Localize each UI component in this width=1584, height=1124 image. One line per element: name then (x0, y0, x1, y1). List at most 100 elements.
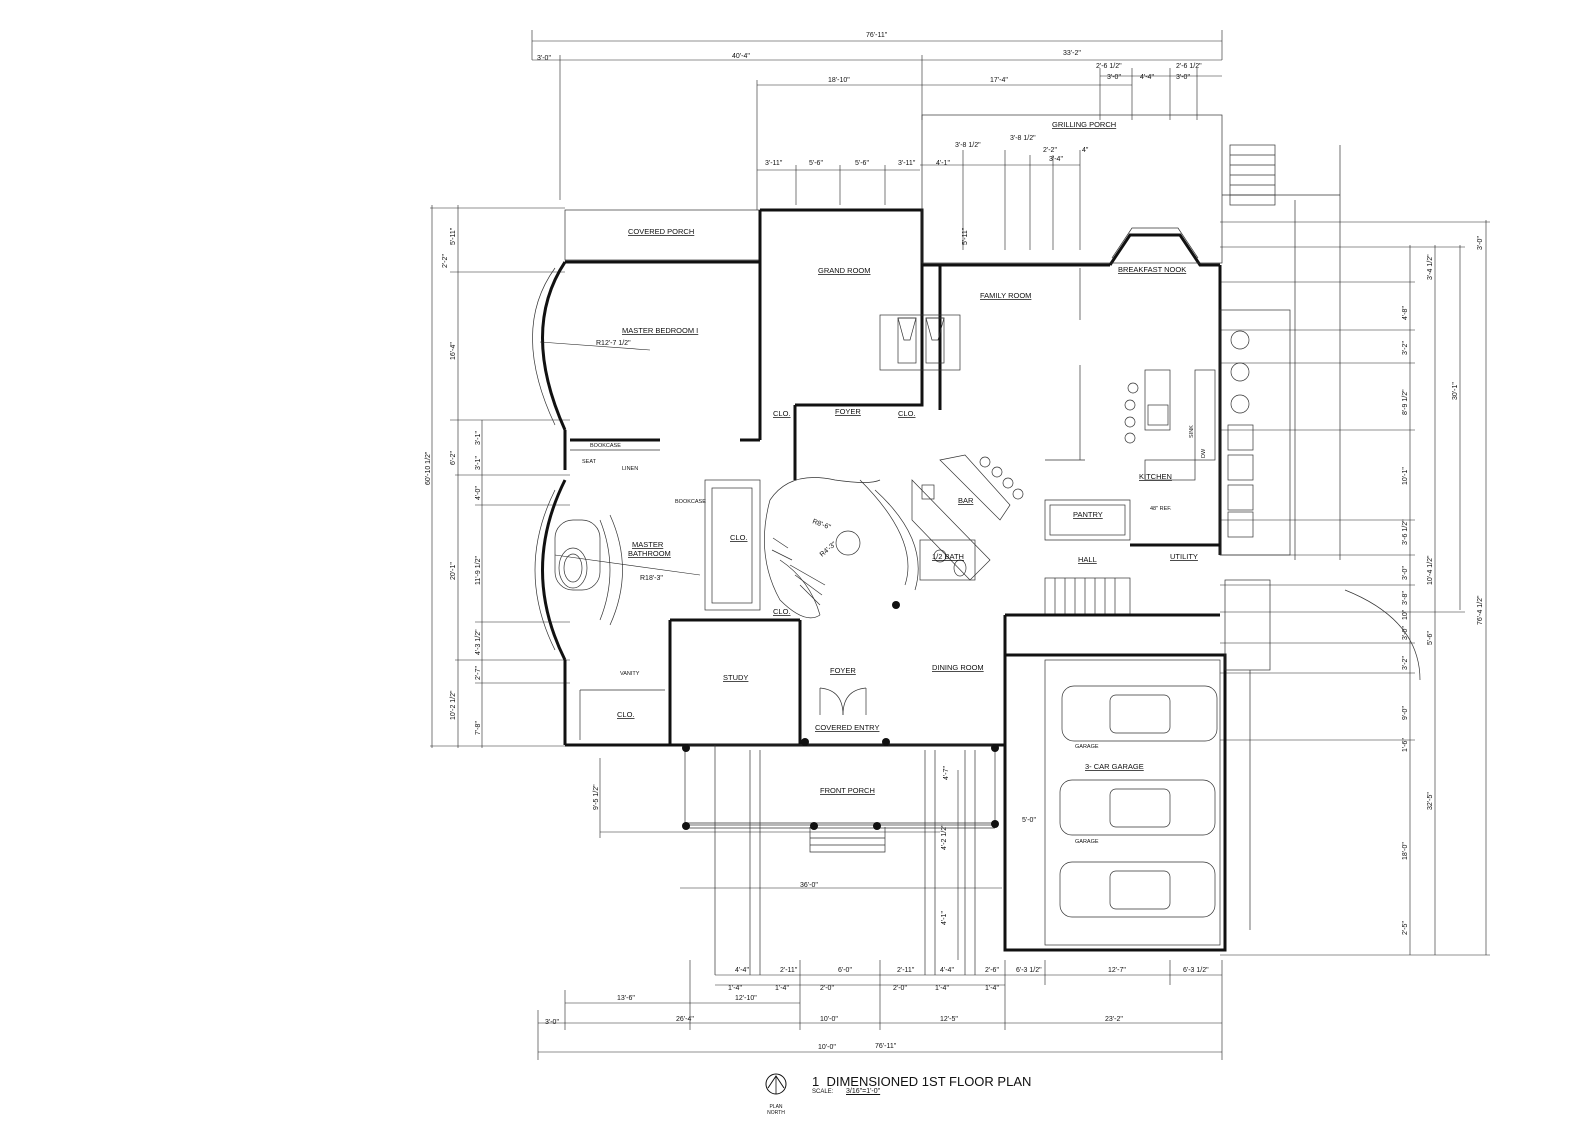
label-master-bedroom: MASTER BEDROOM I (622, 326, 698, 335)
dim-right-10in: 10" (1402, 609, 1409, 620)
dim-right-10-4: 10'-4 1/2" (1427, 555, 1434, 585)
dim-top-17-4: 17'-4" (990, 77, 1008, 84)
drawing-number: 1 (812, 1074, 820, 1089)
label-master-bath-1: MASTER (632, 540, 664, 549)
dim-top-40-4: 40'-4" (732, 53, 750, 60)
north-arrow-icon (765, 1073, 787, 1095)
label-radius-bed: R12'-7 1/2" (596, 340, 631, 347)
dim-left-overall: 60'-10 1/2" (425, 451, 432, 485)
dim-left-5-11: 5'-11" (450, 227, 457, 245)
dim-bottom-12-7: 12'-7" (1108, 967, 1126, 974)
label-linen: LINEN (622, 466, 638, 472)
dim-left-3-1b: 3'-1" (475, 456, 482, 470)
dim-bottom-13-6: 13'-6" (617, 995, 635, 1002)
dim-top-3-8a: 3'-8 1/2" (955, 142, 981, 149)
label-radius-stair-2: R4'-3" (819, 541, 838, 559)
label-ref: 48" REF. (1150, 506, 1172, 512)
bottom-dimensions: 36'-0" 4'-4" 2'-11" 6'-0" 2'-11" 4'-4" 2… (537, 882, 1223, 1060)
label-sink: SINK (1189, 425, 1195, 438)
dim-top-5-11: 5'-11" (962, 227, 969, 245)
dim-bottom-12-5: 12'-5" (940, 1016, 958, 1023)
label-covered-porch: COVERED PORCH (628, 227, 694, 236)
label-pantry: PANTRY (1073, 510, 1103, 519)
dim-top-3-11b: 3'-11" (898, 160, 916, 167)
drawing-title-text: DIMENSIONED 1ST FLOOR PLAN (826, 1074, 1032, 1089)
dim-top-3-8b: 3'-8 1/2" (1010, 135, 1036, 142)
label-garage-car-2: GARAGE (1075, 839, 1099, 845)
dim-right-3-0: 3'-0" (1477, 236, 1484, 250)
dim-bottom-2-0a: 2'-0" (820, 985, 834, 992)
dim-top-2-6b: 2'-6 1/2" (1176, 63, 1202, 70)
label-family-room: FAMILY ROOM (980, 291, 1031, 300)
dim-garage-5-0: 5'-0" (1022, 817, 1036, 824)
dim-top-3-4: 3'-4" (1049, 156, 1063, 163)
dim-right-8-9: 8'-9 1/2" (1402, 389, 1409, 415)
dim-right-18-0: 18'-0" (1402, 842, 1409, 860)
dim-right-1-6: 1'-6" (1402, 738, 1409, 752)
dim-right-3-2a: 3'-2" (1402, 341, 1409, 355)
dim-top-overall: 76'-11" (866, 32, 888, 39)
label-grand-room: GRAND ROOM (818, 266, 871, 275)
dim-bottom-overall: 76'-11" (875, 1043, 897, 1050)
dim-bottom-1-4a: 1'-4" (728, 985, 742, 992)
dim-bottom-12-10: 12'-10" (735, 995, 757, 1002)
dim-bottom-36: 36'-0" (800, 882, 818, 889)
dim-left-20-1: 20'-1" (450, 562, 457, 580)
dim-bottom-26-4: 26'-4" (676, 1016, 694, 1023)
dim-left-3-1a: 3'-1" (475, 431, 482, 445)
dim-right-4-8: 4'-8" (1402, 306, 1409, 320)
dim-left-11-9: 11'-9 1/2" (475, 555, 482, 585)
garage-cars (1059, 685, 1218, 918)
dim-left-4-1: 4'-1" (941, 911, 948, 925)
dim-bottom-10-0b: 10'-0" (818, 1044, 836, 1051)
label-clo-5: CLO. (617, 710, 635, 719)
dim-top-4in: 4" (1082, 147, 1089, 154)
label-clo-3: CLO. (730, 533, 748, 542)
dim-left-4-2: 4'-2 1/2" (941, 824, 948, 850)
label-clo-2: CLO. (898, 409, 916, 418)
dim-left-4-7: 4'-7" (943, 766, 950, 780)
dim-bottom-2-6: 2'-6" (985, 967, 999, 974)
label-dw: DW (1201, 448, 1207, 458)
label-dining-room: DINING ROOM (932, 663, 984, 672)
label-utility: UTILITY (1170, 552, 1198, 561)
dim-top-3-0: 3'-0" (537, 55, 551, 62)
dim-top-5-6b: 5'-6" (855, 160, 869, 167)
label-garage-car-1: GARAGE (1075, 744, 1099, 750)
label-radius-bath: R18'-3" (640, 575, 663, 582)
dim-right-2-5: 2'-5" (1402, 921, 1409, 935)
dim-right-30-1: 30'-1" (1452, 382, 1459, 400)
dim-left-16-4: 16'-4" (450, 342, 457, 360)
top-dimensions: 76'-11" 3'-0" 40'-4" 33'-2" 18'-10" 17'-… (531, 30, 1223, 250)
label-kitchen: KITCHEN (1139, 472, 1172, 481)
dim-top-3-0a: 3'-0" (1107, 74, 1121, 81)
dim-top-3-0b: 3'-0" (1176, 74, 1190, 81)
left-dimensions: 60'-10 1/2" 2'-2" 5'-11" 16'-4" 6'-2" 3'… (425, 205, 959, 960)
dim-top-33-2: 33'-2" (1063, 50, 1081, 57)
drawing-title: 1 DIMENSIONED 1ST FLOOR PLAN (812, 1074, 1031, 1089)
dim-left-2-2: 2'-2" (442, 254, 449, 268)
dim-left-9-5: 9'-5 1/2" (593, 784, 600, 810)
dim-right-3-8: 3'-8" (1402, 591, 1409, 605)
label-grilling-porch: GRILLING PORCH (1052, 120, 1116, 129)
label-clo-1: CLO. (773, 409, 791, 418)
dim-bottom-4-4b: 4'-4" (940, 967, 954, 974)
dim-bottom-1-4d: 1'-4" (985, 985, 999, 992)
dim-top-4-1: 4'-1" (936, 160, 950, 167)
dim-bottom-10-0a: 10'-0" (820, 1016, 838, 1023)
label-master-bath-2: BATHROOM (628, 549, 671, 558)
dim-bottom-2-11b: 2'-11" (897, 967, 915, 974)
scale-value: 3/16"=1'-0" (846, 1088, 881, 1095)
dim-bottom-2-0b: 2'-0" (893, 985, 907, 992)
walls (532, 114, 1421, 975)
dim-top-2-2: 2'-2" (1043, 147, 1057, 154)
dim-left-4-0: 4'-0" (475, 486, 482, 500)
dim-top-5-6a: 5'-6" (809, 160, 823, 167)
dim-right-3-4: 3'-4 1/2" (1427, 254, 1434, 280)
dim-left-10-2: 10'-2 1/2" (450, 690, 457, 720)
label-garage: 3- CAR GARAGE (1085, 762, 1144, 771)
dim-bottom-6-0: 6'-0" (838, 967, 852, 974)
dim-bottom-1-4c: 1'-4" (935, 985, 949, 992)
dim-left-7-8: 7'-8" (475, 721, 482, 735)
